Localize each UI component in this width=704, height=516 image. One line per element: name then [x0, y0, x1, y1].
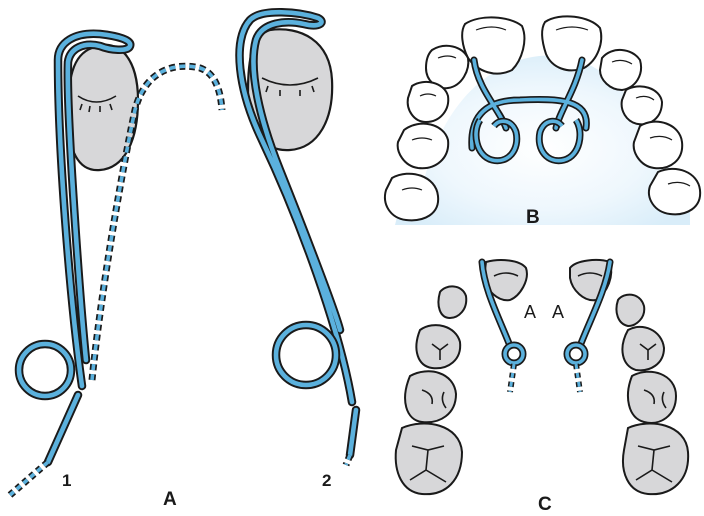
- panel-c: A A C: [396, 260, 688, 515]
- spring-1-label: 1: [62, 471, 71, 490]
- tooth: [628, 372, 676, 423]
- tooth: [542, 16, 601, 70]
- tooth: [600, 50, 641, 90]
- tooth: [385, 174, 438, 221]
- panel-c-label: C: [538, 494, 552, 515]
- tooth: [616, 295, 644, 326]
- lower-arch-teeth: [396, 260, 688, 494]
- tooth-a-left-label: A: [524, 302, 536, 322]
- tooth: [622, 86, 662, 124]
- tooth: [623, 423, 688, 494]
- tooth: [622, 327, 664, 370]
- tooth: [396, 423, 462, 494]
- panel-b-label: B: [526, 207, 540, 228]
- tooth-a-right-label: A: [552, 302, 564, 322]
- panel-b: B: [385, 16, 700, 228]
- tooth: [634, 122, 682, 169]
- tooth: [416, 325, 460, 368]
- tooth: [438, 286, 466, 318]
- tooth: [649, 169, 700, 214]
- tooth: [408, 82, 449, 122]
- panel-a: 1 2 A: [10, 12, 356, 510]
- tooth: [398, 124, 448, 169]
- spring-2-label: 2: [322, 471, 331, 490]
- panel-a-label: A: [163, 489, 177, 510]
